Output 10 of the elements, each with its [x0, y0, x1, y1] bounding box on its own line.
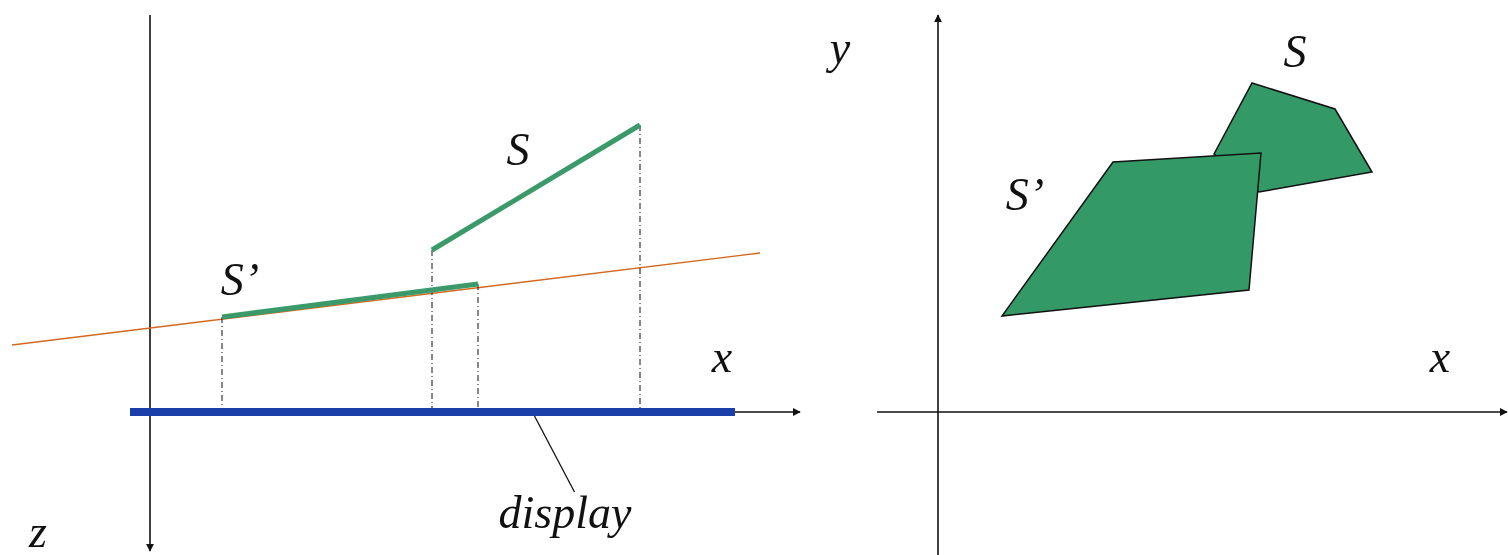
axis-label: z — [29, 509, 47, 555]
display-bar — [130, 408, 735, 416]
axis-label: x — [1429, 334, 1451, 380]
leader-line — [533, 415, 576, 493]
segment-label: S — [506, 127, 530, 173]
shape-label: S — [1283, 29, 1307, 75]
display-label: display — [497, 490, 633, 536]
segment-label: S’ — [220, 257, 260, 303]
shape-label: S’ — [1005, 172, 1045, 218]
axis-label: x — [711, 334, 733, 380]
